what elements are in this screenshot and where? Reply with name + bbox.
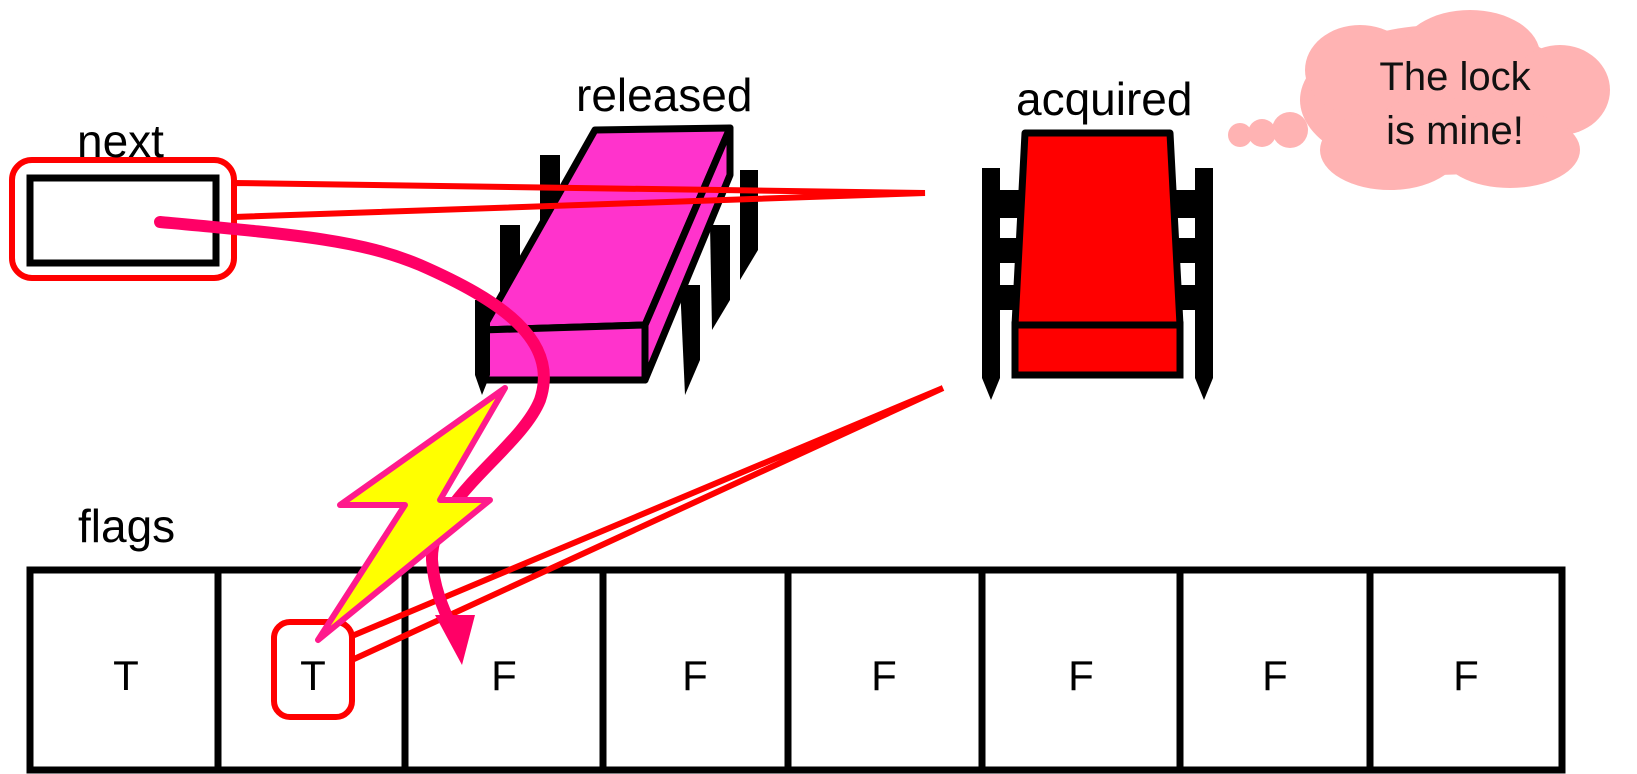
released-chip-icon [475,124,758,395]
flags-label: flags [78,500,176,552]
flag-cell-2: F [491,652,517,699]
pink-arrowhead [435,615,475,665]
flag-1-highlight [271,619,355,720]
flags-array [26,566,1566,774]
thought-line-2: is mine! [1386,109,1524,153]
thought-bubble-text: The lock is mine! [1340,50,1570,158]
released-label: released [576,69,753,121]
flag-cell-6: F [1262,652,1288,699]
flag-cell-0: T [113,652,139,699]
flag-cell-5: F [1068,652,1094,699]
next-to-acquired-pointer [231,179,926,221]
lightning-icon [315,385,508,643]
flag-cell-4: F [871,652,897,699]
acquired-to-flag-pointer [349,385,945,665]
next-label: next [77,115,164,167]
flag-cell-7: F [1453,652,1479,699]
acquired-label: acquired [1016,73,1193,125]
pink-arrow [154,216,550,641]
flag-cell-1: T [300,652,326,699]
thought-cloud-icon [1228,10,1610,190]
flag-cell-3: F [682,652,708,699]
acquired-chip-icon [982,129,1213,400]
thought-line-1: The lock [1379,55,1531,99]
